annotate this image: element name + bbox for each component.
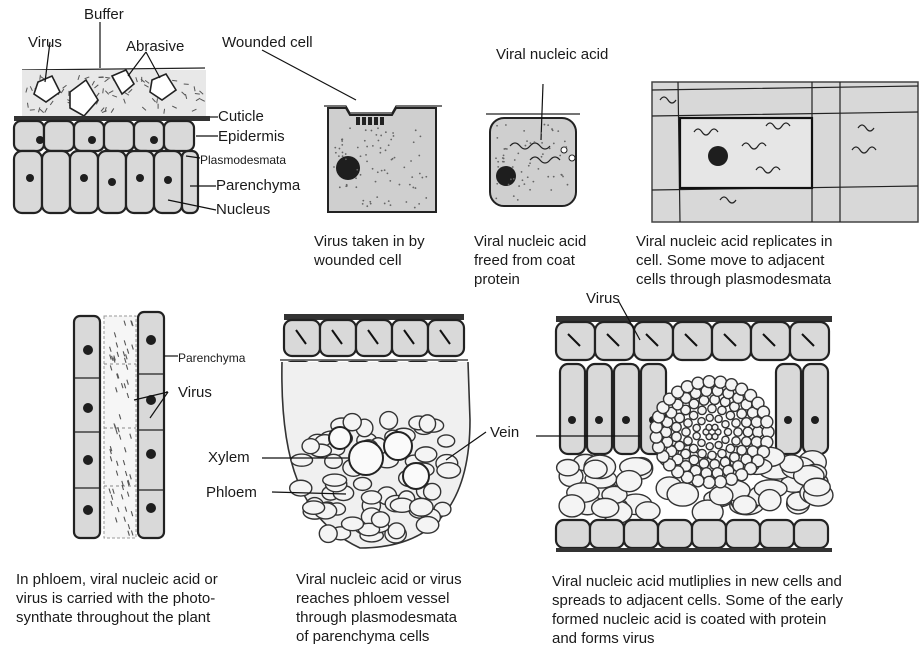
xylem-vessel [403, 463, 429, 489]
cell-nucleus [336, 156, 360, 180]
vein-section-panel [262, 314, 486, 548]
lower-epidermis-cell [556, 520, 590, 548]
label-phloem: Phloem [206, 484, 257, 502]
lower-epidermis-cell [726, 520, 760, 548]
palisade-cell [587, 364, 612, 454]
label-viral-nucleic-acid: Viral nucleic acid [496, 46, 608, 64]
palisade-cell [560, 364, 585, 454]
label-cuticle: Cuticle [218, 108, 264, 126]
caption-step-1: Virus taken in by wounded cell [314, 232, 474, 270]
palisade-cell [614, 364, 639, 454]
lower-epidermis-cell [692, 520, 726, 548]
label-parenchyma: Parenchyma [216, 177, 300, 195]
lower-epidermis-cell [658, 520, 692, 548]
lower-epidermis-cell [624, 520, 658, 548]
lower-epidermis-cell [590, 520, 624, 548]
label-epidermis: Epidermis [218, 128, 285, 146]
label-nucleus: Nucleus [216, 201, 270, 219]
palisade-cell [803, 364, 828, 454]
lower-epidermis-cell [760, 520, 794, 548]
xylem-vessel [329, 427, 351, 449]
caption-step-4: In phloem, viral nucleic acid or virus i… [16, 570, 286, 627]
phloem-column-panel [74, 312, 178, 538]
caption-step-3: Viral nucleic acid replicates in cell. S… [636, 232, 918, 289]
replication-panel [652, 82, 918, 222]
label-virus-left: Virus [178, 384, 212, 402]
label-buffer: Buffer [84, 6, 124, 24]
epidermis-cells [14, 121, 194, 151]
label-vein: Vein [490, 424, 519, 442]
replicating-cell [680, 118, 812, 188]
label-virus-right: Virus [586, 290, 620, 308]
parenchyma-cells [14, 151, 198, 213]
caption-step-2: Viral nucleic acid freed from coat prote… [474, 232, 634, 289]
palisade-cell [776, 364, 801, 454]
lower-epidermis-cell [794, 520, 828, 548]
label-xylem: Xylem [208, 449, 250, 467]
xylem-vessel [349, 441, 383, 475]
label-virus-top: Virus [28, 34, 62, 52]
vein-spread-panel [536, 300, 833, 552]
xylem-vessel [384, 432, 412, 460]
caption-step-6: Viral nucleic acid mutliplies in new cel… [552, 572, 920, 648]
caption-step-5: Viral nucleic acid or virus reaches phlo… [296, 570, 526, 646]
label-parenchyma-small: Parenchyma [178, 349, 245, 367]
label-plasmodesmata: Plasmodesmata [200, 151, 286, 169]
label-abrasive: Abrasive [126, 38, 184, 56]
nucleic-acid-freed-panel [486, 84, 580, 206]
label-wounded-cell: Wounded cell [222, 34, 313, 52]
